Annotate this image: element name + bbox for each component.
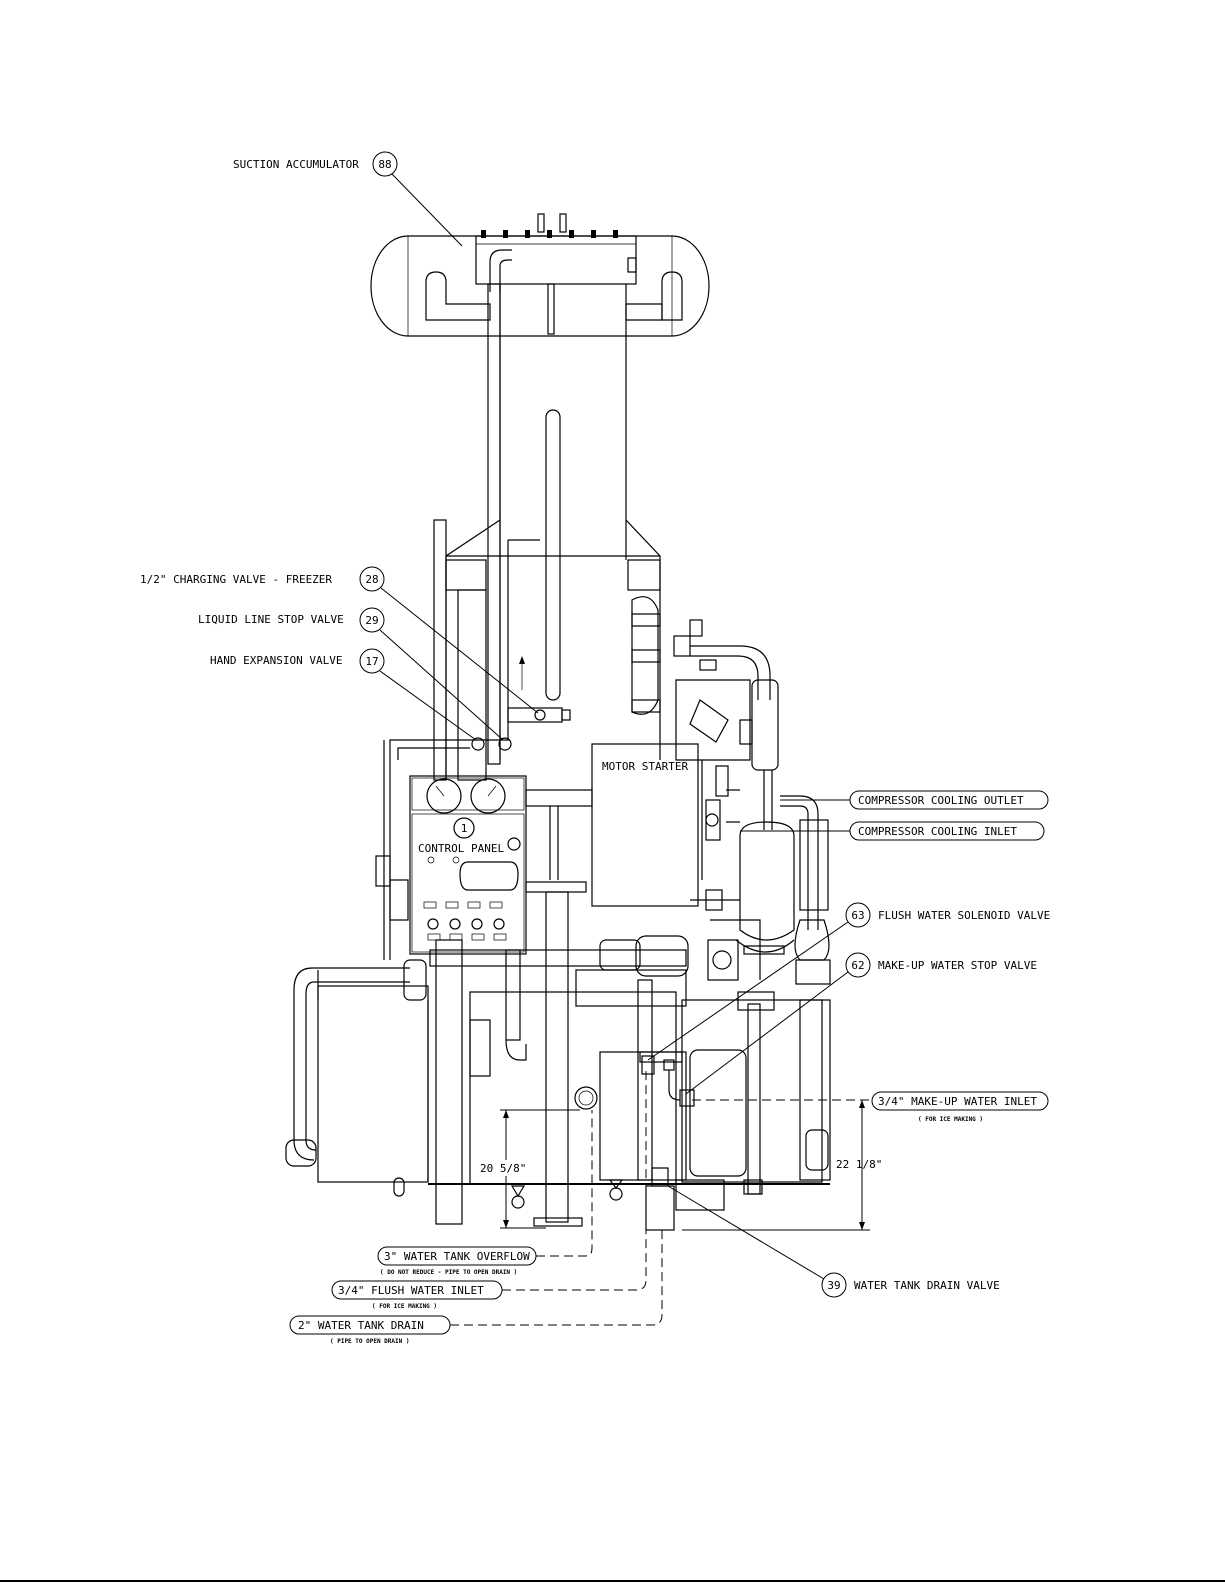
control-panel-number: 1 xyxy=(461,822,468,835)
dimension-overflow-height: 20 5/8" xyxy=(478,1109,580,1229)
dimension-value: 22 1/8" xyxy=(836,1158,882,1171)
connection-label: 3" WATER TANK OVERFLOW xyxy=(384,1250,530,1263)
connection-water-tank-drain: 2" WATER TANK DRAIN ( PIPE TO OPEN DRAIN… xyxy=(289,1230,663,1345)
callout-label: WATER TANK DRAIN VALVE xyxy=(854,1279,1000,1292)
callout-label: FLUSH WATER SOLENOID VALVE xyxy=(878,909,1050,922)
connection-make-up-water-inlet: 3/4" MAKE-UP WATER INLET ( FOR ICE MAKIN… xyxy=(692,1091,1049,1123)
callout-liquid-line-stop-valve: LIQUID LINE STOP VALVE 29 xyxy=(198,607,504,741)
connection-note: ( PIPE TO OPEN DRAIN ) xyxy=(330,1338,409,1345)
callout-number: 17 xyxy=(365,655,378,668)
callout-label: MAKE-UP WATER STOP VALVE xyxy=(878,959,1037,972)
motor-starter: MOTOR STARTER xyxy=(591,743,699,907)
callout-hand-expansion-valve: HAND EXPANSION VALVE 17 xyxy=(210,648,477,741)
callout-number: 39 xyxy=(827,1279,840,1292)
connection-label: COMPRESSOR COOLING OUTLET xyxy=(858,794,1024,807)
dimension-value: 20 5/8" xyxy=(480,1162,526,1175)
freezer-column xyxy=(383,283,661,960)
control-panel: 1 CONTROL PANEL xyxy=(375,775,527,955)
callout-number: 62 xyxy=(851,959,864,972)
callout-label: SUCTION ACCUMULATOR xyxy=(233,158,359,171)
motor-starter-label: MOTOR STARTER xyxy=(602,760,688,773)
callout-number: 29 xyxy=(365,614,378,627)
connection-water-tank-overflow: 3" WATER TANK OVERFLOW ( DO NOT REDUCE -… xyxy=(377,1110,593,1276)
connection-compressor-cooling-inlet: COMPRESSOR COOLING INLET xyxy=(740,821,1045,841)
base-structure xyxy=(285,789,831,1231)
callout-label: HAND EXPANSION VALVE xyxy=(210,654,342,667)
connection-label: 3/4" MAKE-UP WATER INLET xyxy=(878,1095,1037,1108)
connection-label: 2" WATER TANK DRAIN xyxy=(298,1319,424,1332)
connection-label: COMPRESSOR COOLING INLET xyxy=(858,825,1017,838)
dimension-inlet-height: 22 1/8" xyxy=(682,1100,882,1231)
callout-suction-accumulator: SUCTION ACCUMULATOR 88 xyxy=(233,151,463,247)
control-panel-label: CONTROL PANEL xyxy=(418,842,504,855)
callout-make-up-water-stop-valve: 62 MAKE-UP WATER STOP VALVE xyxy=(685,952,1037,1095)
connection-flush-water-inlet: 3/4" FLUSH WATER INLET ( FOR ICE MAKING … xyxy=(331,1070,647,1310)
connection-compressor-cooling-outlet: COMPRESSOR COOLING OUTLET xyxy=(780,790,1049,810)
callout-water-tank-drain-valve: 39 WATER TANK DRAIN VALVE xyxy=(667,1185,1000,1298)
compressor-piping xyxy=(673,619,831,985)
callout-label: LIQUID LINE STOP VALVE xyxy=(198,613,344,626)
callout-number: 28 xyxy=(365,573,378,586)
control-panel-callout-circle xyxy=(453,817,475,839)
callout-charging-valve: 1/2" CHARGING VALVE - FREEZER 28 xyxy=(140,566,539,714)
connection-note: ( FOR ICE MAKING ) xyxy=(918,1116,983,1123)
callout-flush-water-solenoid-valve: 63 FLUSH WATER SOLENOID VALVE xyxy=(647,902,1050,1061)
connection-note: ( FOR ICE MAKING ) xyxy=(372,1303,437,1310)
callout-number: 63 xyxy=(851,909,864,922)
connection-note: ( DO NOT REDUCE - PIPE TO OPEN DRAIN ) xyxy=(380,1269,517,1276)
callout-number: 88 xyxy=(378,158,391,171)
connection-label: 3/4" FLUSH WATER INLET xyxy=(338,1284,484,1297)
callout-label: 1/2" CHARGING VALVE - FREEZER xyxy=(140,573,332,586)
suction-accumulator-vessel xyxy=(370,213,710,337)
